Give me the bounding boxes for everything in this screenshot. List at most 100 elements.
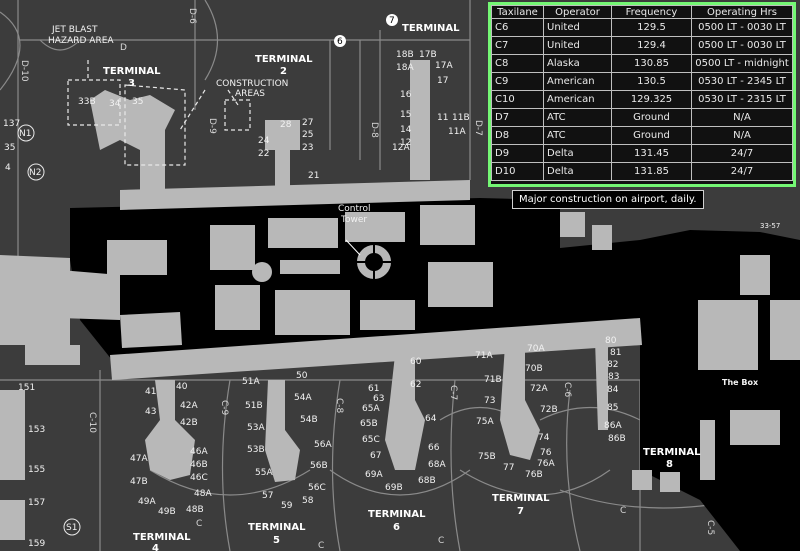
terminal-3-label: TERMINAL <box>103 66 161 77</box>
gate-label: 65A <box>362 404 380 414</box>
terminal-7-label: TERMINAL <box>492 493 550 504</box>
gate-label: 17 <box>437 76 448 86</box>
table-cell: Ground <box>611 108 692 127</box>
jet-blast-label-line1: JET BLAST <box>51 25 98 35</box>
table-cell: 0500 LT - 0030 LT <box>691 18 793 37</box>
header-operating-hrs: Operating Hrs <box>691 5 793 19</box>
gate-label: 11 <box>437 113 448 123</box>
gate-label: 75B <box>478 452 496 462</box>
table-cell: Alaska <box>543 54 612 73</box>
gate-label: 56B <box>310 461 328 471</box>
table-cell: D9 <box>491 144 544 163</box>
header-frequency: Frequency <box>611 5 692 19</box>
gate-label: 73 <box>484 396 495 406</box>
table-cell: American <box>543 90 612 109</box>
construction-note: Major construction on airport, daily. <box>512 190 704 209</box>
gate-label: 18A <box>396 63 414 73</box>
gate-label: 42A <box>180 401 198 411</box>
gate-label: 17B <box>419 50 437 60</box>
gate-label: 86B <box>608 434 626 444</box>
gate-label: 43 <box>145 407 156 417</box>
terminal-6-number: 6 <box>393 522 400 533</box>
table-cell: 0500 LT - midnight <box>691 54 793 73</box>
gate-label: 33B <box>78 97 96 107</box>
gate-label: 159 <box>28 539 45 549</box>
table-cell: N/A <box>691 108 793 127</box>
taxiway-d8: D-8 <box>369 122 379 138</box>
gate-label: 63 <box>373 394 384 404</box>
taxiway-d: D <box>120 43 127 53</box>
gate-label: 77 <box>503 463 514 473</box>
area-labels: JET BLAST HAZARD AREA CONSTRUCTION AREAS… <box>48 25 780 387</box>
gate-label: 46C <box>190 473 208 483</box>
gate-label: 14 <box>400 125 412 135</box>
gate-label: 49B <box>158 507 176 517</box>
construction-label-line1: CONSTRUCTION <box>216 79 288 89</box>
gate-label: 21 <box>308 171 319 181</box>
table-cell: D10 <box>491 162 544 181</box>
tower-label-line2: Tower <box>340 215 367 225</box>
taxiway-c-d: C <box>620 506 626 516</box>
table-cell: C7 <box>491 36 544 55</box>
gate-label: 12A <box>392 143 410 153</box>
gate-label: 48A <box>194 489 212 499</box>
gate-label: 47B <box>130 477 148 487</box>
table-cell: 131.45 <box>611 144 692 163</box>
header-taxilane: Taxilane <box>491 5 544 19</box>
gate-label: 70B <box>525 364 543 374</box>
gate-label: 35 <box>4 143 15 153</box>
table-cell: 0500 LT - 0030 LT <box>691 36 793 55</box>
table-cell: Delta <box>543 144 612 163</box>
terminal-8-label: TERMINAL <box>643 447 701 458</box>
gate-label: 17A <box>435 61 453 71</box>
terminal-1-label: TERMINAL <box>402 23 460 34</box>
table-cell: 24/7 <box>691 162 793 181</box>
gate-label: 42B <box>180 418 198 428</box>
table-cell: Delta <box>543 162 612 181</box>
gate-label: 51B <box>245 401 263 411</box>
gate-label: 11A <box>448 127 466 137</box>
table-cell: C9 <box>491 72 544 91</box>
table-cell: C10 <box>491 90 544 109</box>
gate-label: 46B <box>190 460 208 470</box>
gate-label: 72A <box>530 384 548 394</box>
taxiway-d6: D-6 <box>187 8 197 24</box>
gate-label: 74 <box>538 433 550 443</box>
table-cell: American <box>543 72 612 91</box>
table-cell: N/A <box>691 126 793 145</box>
taxiway-c-a: C <box>196 519 202 529</box>
frequency-table: Taxilane Operator Frequency Operating Hr… <box>491 5 793 181</box>
gate-label: 75A <box>476 417 494 427</box>
gate-label: 57 <box>262 491 273 501</box>
gate-label: 55A <box>255 468 273 478</box>
header-operator: Operator <box>543 5 612 19</box>
gate-label: 62 <box>410 380 421 390</box>
gate-label: 4 <box>5 163 11 173</box>
taxiway-c-c: C <box>438 536 444 546</box>
gate-label: 51A <box>242 377 260 387</box>
marker-s1: S1 <box>66 523 77 533</box>
taxiway-c5: C-5 <box>705 520 715 535</box>
terminal-labels: TERMINAL TERMINAL 2 TERMINAL 3 TERMINAL … <box>103 23 701 551</box>
table-cell: 129.5 <box>611 18 692 37</box>
map-markers: N1 N2 S1 6 7 <box>17 14 398 536</box>
marker-6: 6 <box>337 37 343 47</box>
table-cell: ATC <box>543 108 612 127</box>
gate-label: 60 <box>410 357 422 367</box>
gate-label: 70A <box>527 344 545 354</box>
table-cell: C8 <box>491 54 544 73</box>
gate-label: 66 <box>428 443 440 453</box>
gate-label: 47A <box>130 454 148 464</box>
gate-label: 68B <box>418 476 436 486</box>
terminal-2-number: 2 <box>280 66 287 77</box>
gate-label: 59 <box>281 501 293 511</box>
gate-label: 153 <box>28 425 45 435</box>
gate-label: 24 <box>258 136 270 146</box>
gate-label: 68A <box>428 460 446 470</box>
gate-label: 27 <box>302 118 313 128</box>
